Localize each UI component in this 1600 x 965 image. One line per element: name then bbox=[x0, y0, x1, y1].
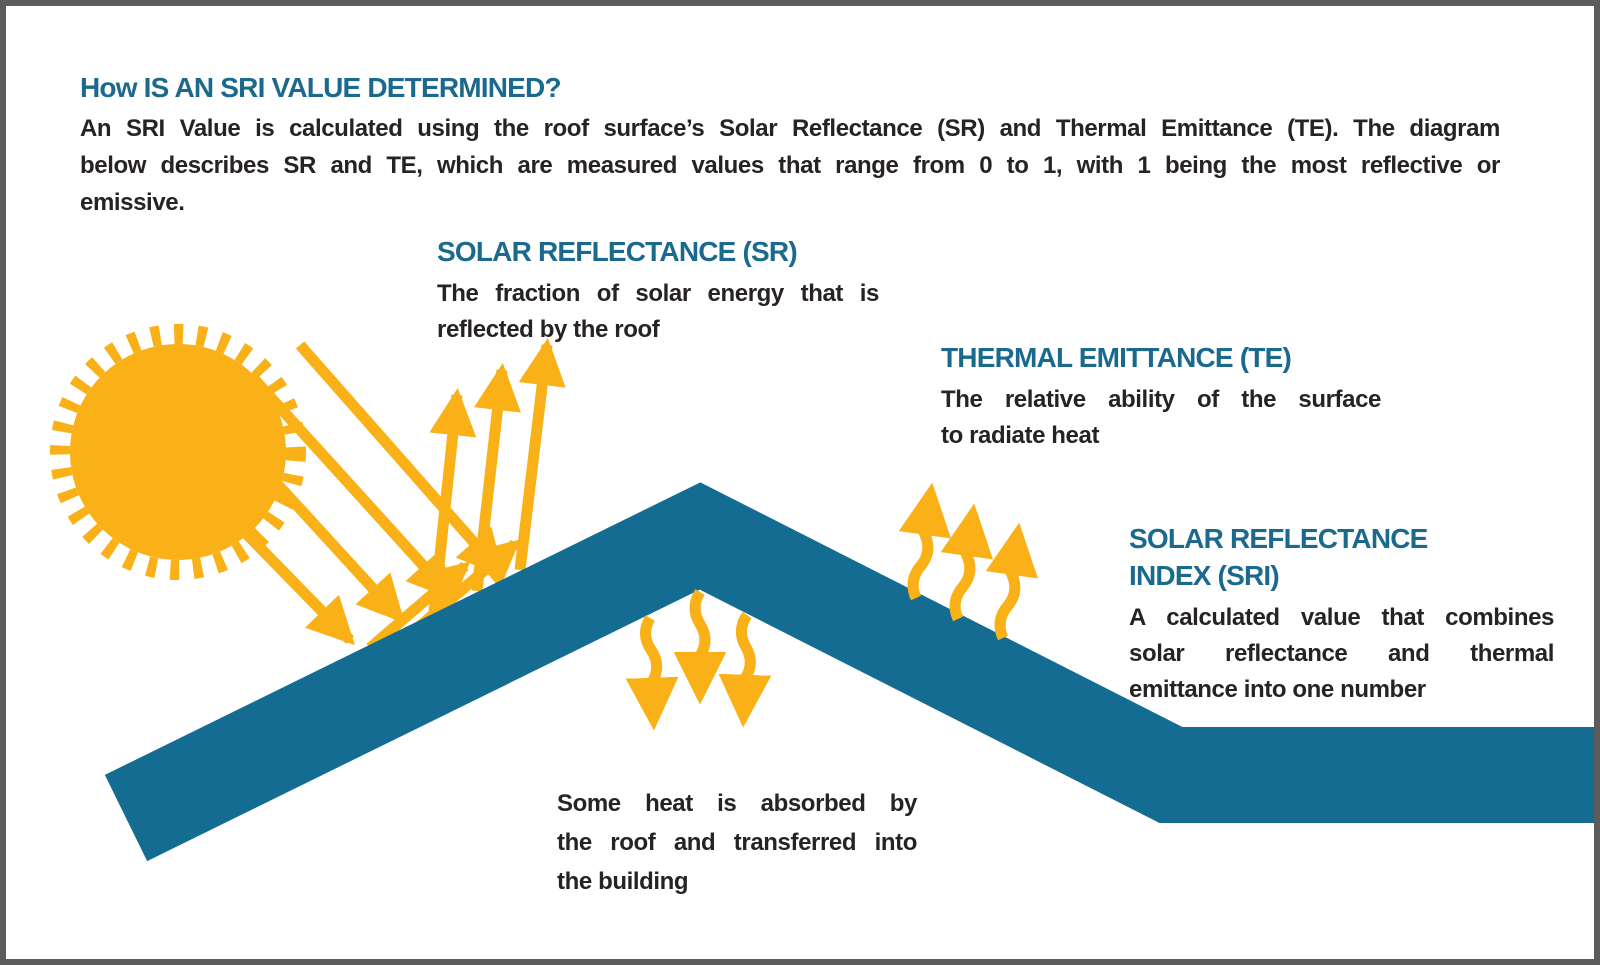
absorbed-heat-arrow bbox=[625, 615, 679, 731]
title-line: SOLAR REFLECTANCE bbox=[1129, 523, 1428, 554]
desc-line: reflected by the roof bbox=[437, 316, 660, 343]
absorbed-heat-wavy-arrows bbox=[625, 589, 772, 731]
caption-line: Some heat is absorbed by bbox=[557, 790, 917, 817]
thermal-emittance-arrow bbox=[898, 482, 952, 601]
thermal-emittance-wavy-arrows bbox=[898, 482, 1039, 641]
intro-line: An SRI Value is calculated using the roo… bbox=[80, 115, 1500, 142]
thermal-emittance-arrow bbox=[985, 522, 1039, 641]
desc-line: emittance into one number bbox=[1129, 676, 1426, 703]
sun-ray-arrow bbox=[295, 341, 505, 578]
absorbed-heat-arrow bbox=[718, 611, 772, 728]
sun-ray-arrow bbox=[250, 376, 455, 601]
absorbed-heat-caption: Some heat is absorbed by the roof and tr… bbox=[557, 784, 917, 901]
sun-icon bbox=[50, 324, 306, 580]
solar-reflectance-index-title: SOLAR REFLECTANCE INDEX (SRI) bbox=[1129, 520, 1554, 594]
thermal-emittance-arrow bbox=[940, 503, 994, 622]
reflected-ray-arrow bbox=[428, 387, 477, 613]
desc-line: The fraction of solar energy that is bbox=[437, 280, 879, 307]
solar-reflectance-label: SOLAR REFLECTANCE (SR) The fraction of s… bbox=[437, 236, 879, 348]
desc-line: to radiate heat bbox=[941, 422, 1100, 449]
title-line: INDEX (SRI) bbox=[1129, 560, 1280, 591]
solar-reflectance-description: The fraction of solar energy that is ref… bbox=[437, 276, 879, 348]
thermal-emittance-label: THERMAL EMITTANCE (TE) The relative abil… bbox=[941, 342, 1381, 454]
solar-reflectance-index-label: SOLAR REFLECTANCE INDEX (SRI) A calculat… bbox=[1129, 520, 1554, 708]
absorbed-heat-arrow bbox=[673, 589, 727, 705]
intro-line: emissive. bbox=[80, 189, 185, 216]
page-title: How IS AN SRI VALUE DETERMINED? bbox=[80, 72, 562, 103]
reflected-ray-arrow bbox=[366, 561, 471, 653]
desc-line: A calculated value that combines bbox=[1129, 604, 1554, 631]
intro-paragraph: An SRI Value is calculated using the roo… bbox=[80, 110, 1500, 221]
desc-line: The relative ability of the surface bbox=[941, 386, 1381, 413]
intro-line: below describes SR and TE, which are mea… bbox=[80, 152, 1500, 179]
caption-line: the roof and transferred into bbox=[557, 829, 917, 856]
solar-reflectance-index-description: A calculated value that combines solar r… bbox=[1129, 600, 1554, 708]
thermal-emittance-title: THERMAL EMITTANCE (TE) bbox=[941, 342, 1292, 373]
roof-shape bbox=[104, 482, 1594, 862]
desc-line: solar reflectance and thermal bbox=[1129, 640, 1554, 667]
thermal-emittance-description: The relative ability of the surface to r… bbox=[941, 382, 1381, 454]
solar-reflectance-title: SOLAR REFLECTANCE (SR) bbox=[437, 236, 798, 267]
reflected-ray-arrow bbox=[514, 337, 566, 571]
caption-line: the building bbox=[557, 868, 689, 895]
reflected-ray-arrow bbox=[471, 362, 521, 592]
